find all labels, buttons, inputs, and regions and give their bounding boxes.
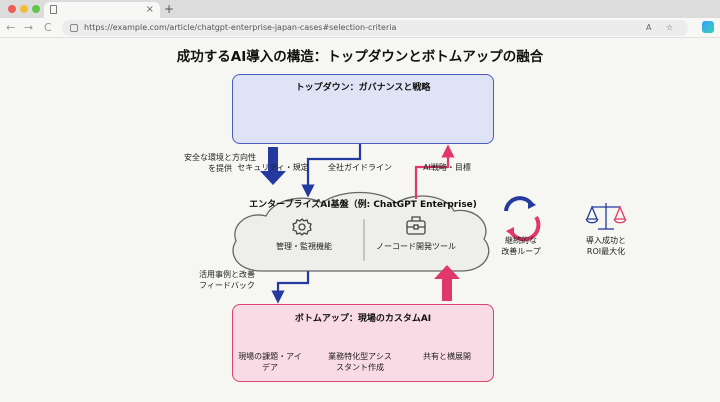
- bottom-item-issues: 現場の課題・アイ デア: [238, 352, 302, 372]
- top-item-security: セキュリティ・規定: [237, 163, 309, 172]
- toolbox-icon: [406, 216, 426, 235]
- close-tab-icon[interactable]: ×: [145, 4, 154, 15]
- improvement-loop-icon: [504, 196, 541, 242]
- favorite-icon[interactable]: ☆: [666, 23, 674, 32]
- platform-item-nocode: ノーコード開発ツール: [376, 242, 456, 251]
- diagram-page: 成功するAI導入の構造：トップダウンとボトムアップの融合: [0, 39, 720, 402]
- platform-cloud: [232, 191, 490, 272]
- loop-label: 継続的な 改善ループ: [501, 236, 541, 256]
- page-icon: [50, 5, 57, 14]
- tab-bar: × +: [0, 0, 720, 18]
- diagram-art: [232, 94, 627, 349]
- site-info-icon[interactable]: [70, 24, 78, 32]
- reload-button[interactable]: C: [44, 21, 52, 34]
- browser-tab[interactable]: ×: [44, 2, 160, 18]
- gear-icon: [292, 218, 312, 236]
- bottom-up-box: ボトムアップ：現場のカスタムAI: [232, 304, 494, 382]
- platform-to-top-line: [414, 144, 455, 199]
- bottom-up-title: ボトムアップ：現場のカスタムAI: [294, 314, 432, 324]
- top-item-guideline: 全社ガイドライン: [328, 163, 392, 172]
- platform-item-admin: 管理・監視機能: [276, 242, 332, 251]
- back-button[interactable]: ←: [6, 21, 16, 34]
- url-field[interactable]: https://example.com/article/chatgpt-ente…: [62, 20, 688, 36]
- top-item-strategy: AI戦略・目標: [423, 163, 471, 172]
- top-down-title: トップダウン：ガバナンスと戦略: [295, 83, 431, 93]
- new-tab-button[interactable]: +: [164, 2, 175, 16]
- down-flow-label: 安全な環境と方向性 を提供: [184, 153, 256, 173]
- bottom-item-share: 共有と横展開: [423, 352, 471, 361]
- platform-title: エンタープライズAI基盤（例: ChatGPT Enterprise): [249, 200, 477, 210]
- thick-down-arrow: [260, 147, 286, 185]
- maximize-window-dot[interactable]: [32, 5, 40, 13]
- bottom-item-assistant: 業務特化型アシス スタント作成: [328, 352, 392, 372]
- up-flow-label: 活用事例と改善 フィードバック: [199, 270, 255, 290]
- extension-icon[interactable]: [702, 21, 714, 33]
- top-down-box: トップダウン：ガバナンスと戦略: [232, 74, 494, 144]
- forward-button[interactable]: →: [24, 21, 34, 34]
- address-bar: ← → C https://example.com/article/chatgp…: [0, 18, 720, 38]
- diagram-title: 成功するAI導入の構造：トップダウンとボトムアップの融合: [176, 49, 544, 65]
- roi-label: 導入成功と ROI最大化: [586, 236, 626, 256]
- close-window-dot[interactable]: [8, 5, 16, 13]
- url-text[interactable]: https://example.com/article/chatgpt-ente…: [84, 23, 397, 32]
- thick-up-arrow: [434, 265, 460, 301]
- balance-scale-icon: [585, 203, 627, 230]
- minimize-window-dot[interactable]: [20, 5, 28, 13]
- reader-mode-icon[interactable]: A: [646, 23, 652, 32]
- platform-to-bottom-line: [271, 271, 310, 304]
- top-to-platform-line: [301, 144, 362, 198]
